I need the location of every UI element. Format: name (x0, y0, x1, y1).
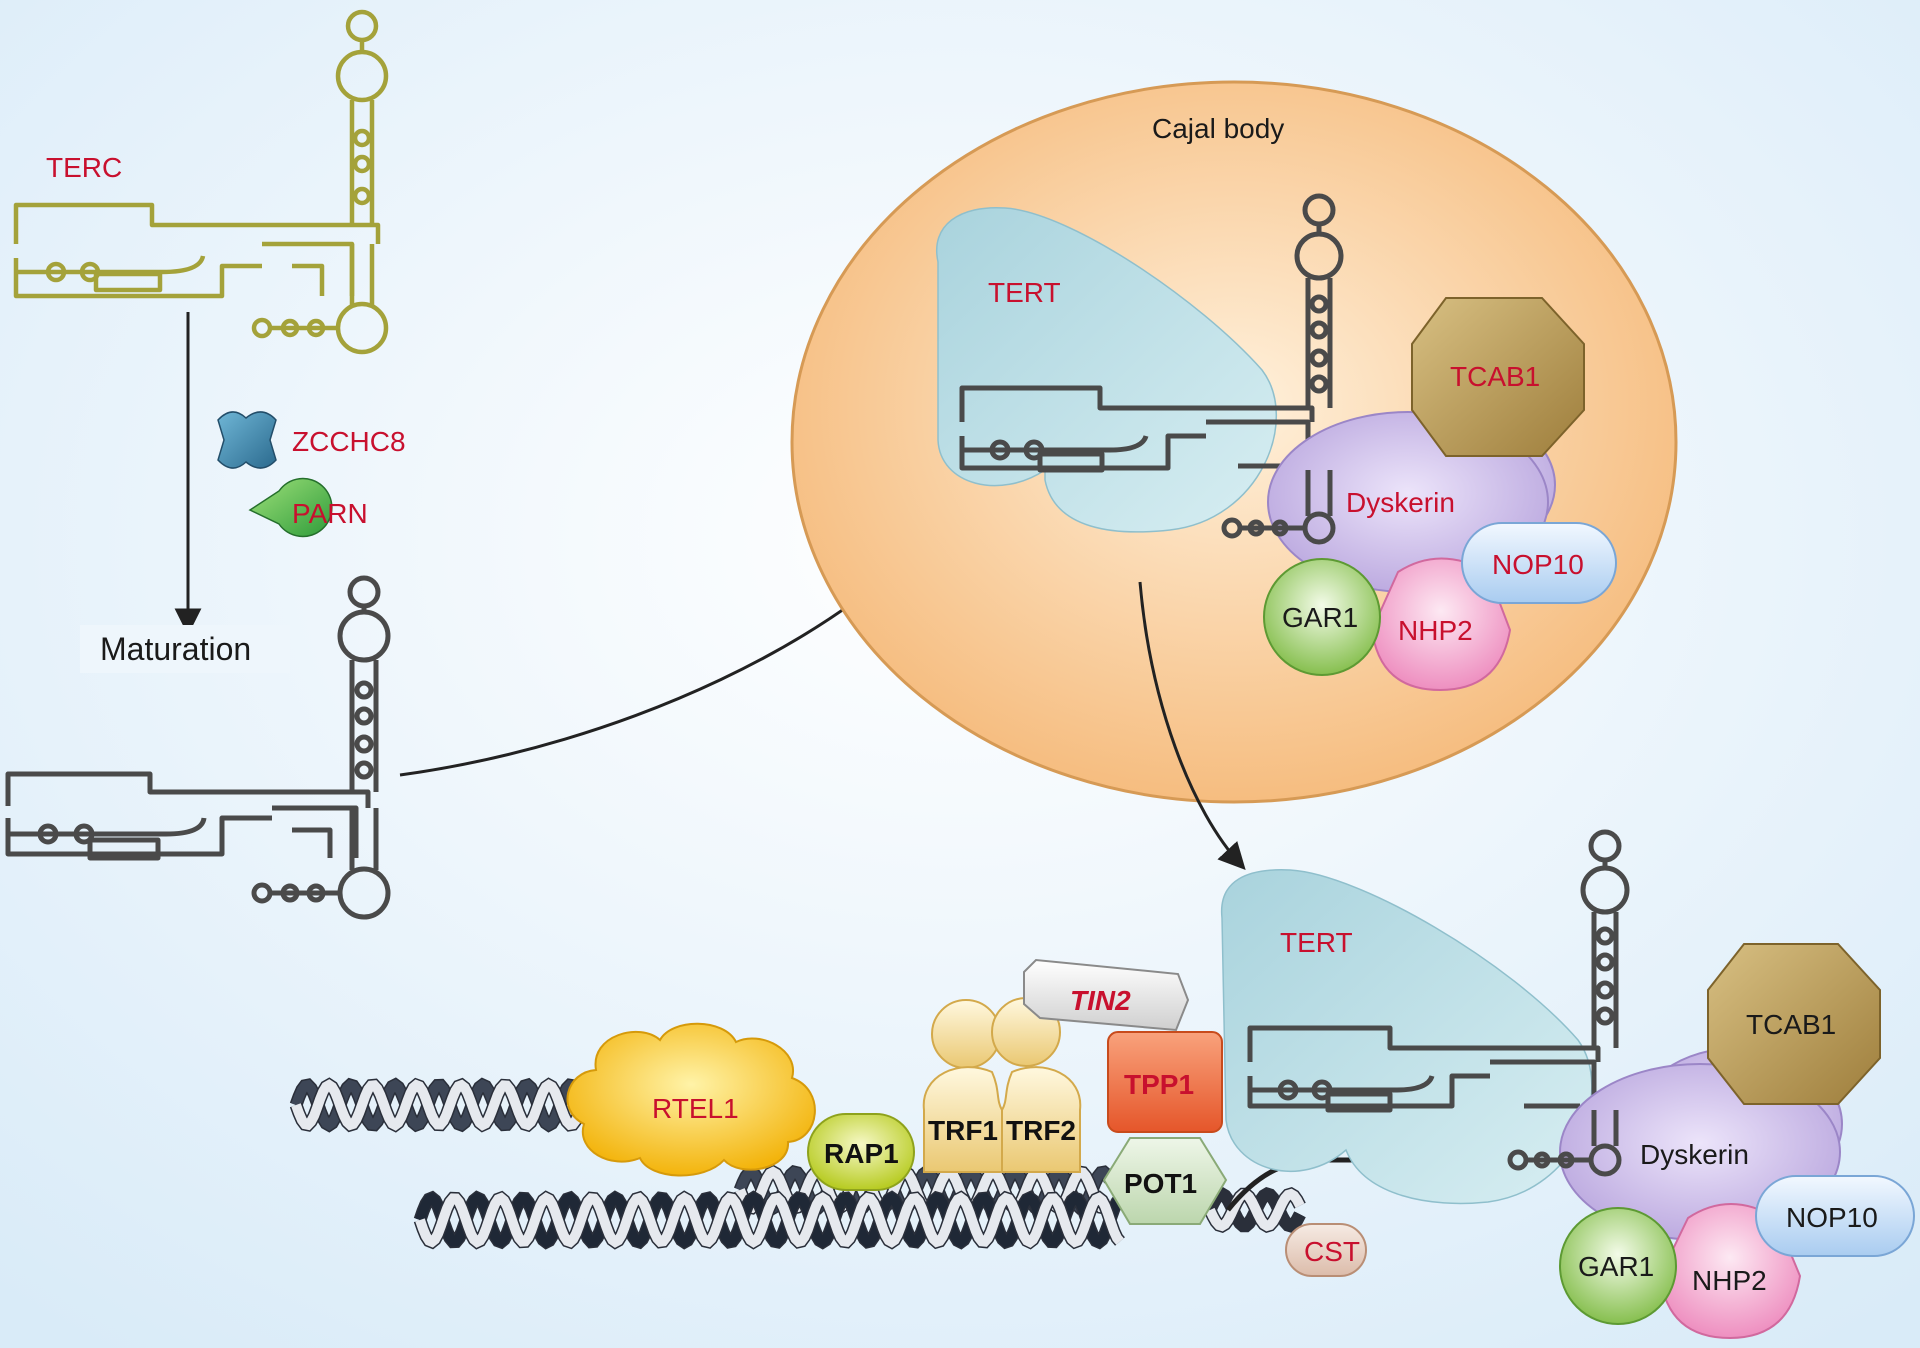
pot1-label: POT1 (1124, 1168, 1197, 1199)
maturation-label-bg (80, 625, 290, 673)
dyskerin-complex-cajal: TCAB1 Dyskerin NHP2 GAR1 NOP10 (1221, 297, 1617, 692)
trf1-label: TRF1 (928, 1115, 998, 1146)
trf2 (1001, 1066, 1082, 1173)
dyskerin-telomere-label: Dyskerin (1640, 1139, 1749, 1170)
parn-icon: PARN (248, 477, 368, 538)
trf2-label: TRF2 (1006, 1115, 1076, 1146)
gar1-cajal (1263, 558, 1381, 676)
cst-label: CST (1304, 1236, 1360, 1267)
nop10-telomere (1755, 1175, 1915, 1257)
tcab1-cajal-label: TCAB1 (1450, 361, 1540, 392)
tpp1-label: TPP1 (1124, 1069, 1194, 1100)
maturation-label: Maturation (100, 631, 251, 667)
terc-mature (5, 575, 391, 920)
rap1-label: RAP1 (824, 1138, 899, 1169)
nop10-telomere-label: NOP10 (1786, 1202, 1878, 1233)
dyskerin-cajal-label: Dyskerin (1346, 487, 1455, 518)
gar1-cajal-label: GAR1 (1282, 602, 1358, 633)
tcab1-telomere-label: TCAB1 (1746, 1009, 1836, 1040)
trf1 (922, 1066, 1003, 1173)
terc-immature: TERC (13, 9, 389, 355)
arrow-to-telomere (1138, 581, 1246, 870)
trf-dimer: TRF1 TRF2 (922, 997, 1082, 1173)
rap1 (807, 1113, 915, 1191)
tin2 (1023, 958, 1190, 1032)
telomere-dna (289, 1077, 1360, 1250)
nop10-cajal-label: NOP10 (1492, 549, 1584, 580)
gar1-telomere (1559, 1207, 1677, 1325)
tert-cajal-label: TERT (988, 277, 1061, 308)
rtel1 (566, 1022, 816, 1177)
terc-label: TERC (46, 152, 122, 183)
dyskerin-complex-telomere: TCAB1 Dyskerin NHP2 GAR1 NOP10 (1507, 943, 1915, 1340)
tin2-label: TIN2 (1070, 985, 1131, 1016)
nhp2-telomere-label: NHP2 (1692, 1265, 1767, 1296)
nhp2-cajal-label: NHP2 (1398, 615, 1473, 646)
tpp1 (1107, 1031, 1223, 1133)
tcab1-telomere (1707, 943, 1881, 1105)
terc-cajal (959, 193, 1344, 473)
cst (1285, 1223, 1367, 1277)
tert-telomere-label: TERT (1280, 927, 1353, 958)
gar1-telomere-label: GAR1 (1578, 1251, 1654, 1282)
dna-helix-lower (413, 1186, 1306, 1250)
tcab1-cajal (1411, 297, 1585, 457)
zcchc8-icon: ZCCHC8 (217, 411, 406, 469)
dna-strand (291, 1079, 605, 1131)
parn-label: PARN (292, 498, 368, 529)
rtel1-label: RTEL1 (652, 1093, 739, 1124)
dna-strand (415, 1192, 1124, 1248)
cajal-body-label: Cajal body (1152, 113, 1284, 144)
nop10-cajal (1461, 522, 1617, 604)
pot1 (1102, 1137, 1228, 1225)
dna-strand (1205, 1188, 1305, 1232)
zcchc8-label: ZCCHC8 (292, 426, 406, 457)
